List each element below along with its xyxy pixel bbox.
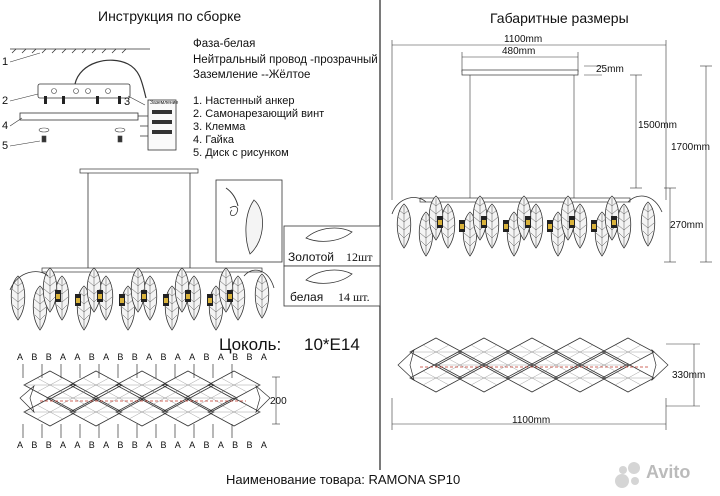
- plan-mark: B: [203, 352, 210, 362]
- plan-mark: B: [203, 440, 210, 450]
- avito-logo-icon: [615, 462, 640, 488]
- plan-mark: B: [131, 440, 138, 450]
- plan-mark: B: [232, 352, 239, 362]
- dim-total-width: 1100mm: [504, 34, 543, 45]
- left-title: Инструкция по сборке: [98, 8, 242, 24]
- dim-cable: 1500mm: [638, 120, 677, 131]
- plan-mark: A: [146, 352, 153, 362]
- avito-watermark: Avito: [646, 462, 691, 482]
- step-2: 2. Самонарезающий винт: [193, 108, 325, 120]
- callout-2: 2: [2, 95, 9, 107]
- dim-depth: 330mm: [672, 370, 706, 381]
- assembly-steps: 1. Настенный анкер 2. Самонарезающий вин…: [193, 95, 324, 160]
- plan-mark: A: [17, 440, 24, 450]
- plan-mark: B: [131, 352, 138, 362]
- step-3: 3. Клемма: [193, 121, 246, 133]
- right-title: Габаритные размеры: [490, 10, 629, 26]
- plan-mark: A: [174, 352, 181, 362]
- finish-gold-count: 12шт: [346, 250, 373, 264]
- dim-total-height: 1700mm: [671, 142, 710, 153]
- plan-mark: B: [232, 440, 239, 450]
- dim-bottom-width: 1100mm: [512, 415, 551, 426]
- socket-label: Цоколь:: [219, 335, 282, 354]
- callout-4: 4: [2, 120, 9, 132]
- dim-canopy-height: 25mm: [596, 64, 624, 75]
- plan-mark: A: [217, 440, 224, 450]
- finish-white-label: белая: [290, 290, 324, 304]
- plan-mark: A: [146, 440, 153, 450]
- step-5: 5. Диск с рисунком: [193, 147, 289, 159]
- plan-mark: A: [60, 352, 67, 362]
- callout-1: 1: [2, 56, 9, 68]
- plan-mark: A: [60, 440, 67, 450]
- plan-mark: B: [45, 352, 52, 362]
- callout-3: 3: [124, 96, 131, 108]
- plan-marks-bottom: A B B A A B A B B A B A A B A B B A: [17, 440, 267, 450]
- plan-mark: B: [117, 352, 124, 362]
- plan-mark: B: [246, 352, 253, 362]
- plan-mark: B: [31, 440, 38, 450]
- plan-mark: B: [117, 440, 124, 450]
- plan-mark: B: [88, 352, 95, 362]
- plan-mark: A: [74, 440, 81, 450]
- dim-mount-width: 480mm: [502, 46, 536, 57]
- plan-mark: A: [260, 352, 267, 362]
- plan-mark: B: [88, 440, 95, 450]
- step-4: 4. Гайка: [193, 134, 235, 146]
- plan-mark: B: [160, 440, 167, 450]
- plan-mark: A: [17, 352, 24, 362]
- plan-mark: A: [103, 352, 110, 362]
- plan-mark: A: [217, 352, 224, 362]
- finish-gold-label: Золотой: [288, 250, 334, 264]
- legend-phase: Фаза-белая: [193, 38, 256, 50]
- legend-neutral: Нейтральный провод -прозрачный: [193, 53, 378, 66]
- wire-legend: Фаза-белая Нейтральный провод -прозрачны…: [193, 37, 378, 84]
- plan-mark: B: [31, 352, 38, 362]
- product-name: Наименование товара: RAMONA SP10: [226, 472, 461, 487]
- plan-mark: B: [246, 440, 253, 450]
- callout-5: 5: [2, 140, 9, 152]
- step-1: 1. Настенный анкер: [193, 95, 295, 107]
- plan-mark: A: [74, 352, 81, 362]
- socket-value: 10*E14: [304, 335, 360, 354]
- plan-mark: B: [45, 440, 52, 450]
- plan-mark: A: [174, 440, 181, 450]
- terminal-label: Заземление: [150, 100, 179, 106]
- plan-mark: A: [189, 352, 196, 362]
- plan-mark: A: [260, 440, 267, 450]
- legend-ground: Заземление --Жёлтое: [193, 69, 311, 81]
- plan-mark: A: [103, 440, 110, 450]
- finish-white-count: 14 шт.: [338, 290, 370, 304]
- dim-body-height: 270mm: [670, 220, 704, 231]
- plan-mark: B: [160, 352, 167, 362]
- plan-mark: A: [189, 440, 196, 450]
- plan-marks-top: A B B A A B A B B A B A A B A B B A: [17, 352, 267, 362]
- plan-width-label: 200: [270, 396, 287, 407]
